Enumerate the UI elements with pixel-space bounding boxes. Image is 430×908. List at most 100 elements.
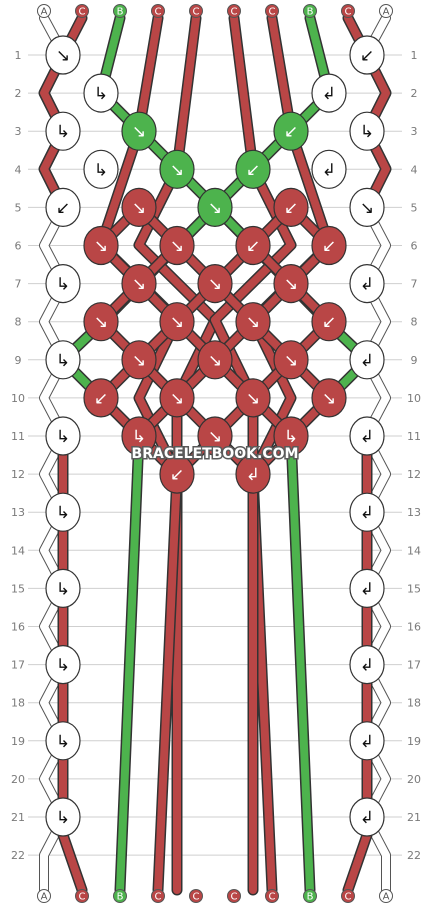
knot: ↳: [83, 73, 119, 113]
knot-shape: [349, 568, 385, 609]
bottom-string-marker: [265, 889, 279, 903]
bottom-string-letter: B: [307, 892, 314, 903]
knot-shape: [273, 340, 309, 380]
knot: ↘: [159, 225, 195, 266]
bottom-string-marker: [75, 889, 89, 903]
knot-direction-icon: ↙: [284, 122, 298, 142]
knot-direction-icon: ↘: [284, 351, 298, 371]
knot-direction-icon: ↘: [132, 351, 146, 371]
row-label-left: 5: [15, 201, 22, 214]
row-label-right: 19: [407, 735, 421, 748]
row-label-right: 22: [407, 849, 421, 862]
knot-shape: [349, 35, 385, 75]
knot-shape: [197, 416, 233, 456]
knot-shape: [273, 416, 309, 456]
knot: ↲: [349, 797, 385, 837]
knot-shape: [273, 111, 309, 151]
knot-direction-icon: ↘: [208, 275, 222, 295]
knot-shape: [311, 225, 347, 266]
knot: ↳: [121, 416, 157, 456]
knot-direction-icon: ↲: [360, 275, 374, 295]
top-string-letter: A: [41, 7, 48, 18]
knot: ↘: [273, 340, 309, 380]
knot-shape: [121, 264, 157, 304]
knot-direction-icon: ↳: [56, 275, 70, 295]
knot-direction-icon: ↲: [246, 465, 260, 485]
knot-direction-icon: ↘: [170, 313, 184, 333]
knot-direction-icon: ↲: [360, 503, 374, 523]
knot-direction-icon: ↘: [132, 198, 146, 218]
knot-shape: [121, 111, 157, 151]
knot-direction-icon: ↲: [360, 808, 374, 828]
knot-direction-icon: ↳: [56, 427, 70, 447]
knot-direction-icon: ↙: [246, 237, 260, 257]
row-label-right: 5: [411, 201, 418, 214]
bottom-string-letter: C: [193, 892, 200, 903]
top-string-marker: [303, 4, 317, 18]
row-label-left: 14: [11, 544, 25, 557]
row-label-left: 12: [11, 468, 25, 481]
row-label-right: 6: [411, 240, 418, 253]
knot: ↘: [159, 302, 195, 342]
knot: ↲: [349, 568, 385, 609]
top-string-letter: A: [383, 7, 390, 18]
knot: ↳: [45, 568, 81, 609]
bottom-string-letter: A: [41, 892, 48, 903]
knot-direction-icon: ↙: [170, 465, 184, 485]
knot-shape: [235, 378, 271, 418]
row-label-right: 12: [407, 468, 421, 481]
knot: ↳: [45, 111, 81, 151]
knot: ↘: [197, 264, 233, 304]
row-label-left: 17: [11, 659, 25, 672]
knot-direction-icon: ↙: [246, 160, 260, 180]
knot: ↙: [273, 111, 309, 151]
knot-shape: [349, 264, 385, 304]
row-label-left: 9: [15, 354, 22, 367]
knot-shape: [45, 797, 81, 837]
row-label-right: 21: [407, 811, 421, 824]
knot: ↙: [349, 35, 385, 75]
knot-shape: [311, 302, 347, 342]
knot-shape: [121, 340, 157, 380]
row-label-right: 18: [407, 697, 421, 710]
knot-direction-icon: ↘: [170, 389, 184, 409]
knot-shape: [197, 264, 233, 304]
top-string-marker: [265, 4, 279, 18]
knot-shape: [235, 225, 271, 266]
knot: ↙: [311, 302, 347, 342]
row-label-left: 22: [11, 849, 25, 862]
knot-shape: [349, 644, 385, 685]
knot-shape: [349, 187, 385, 227]
knot: ↘: [235, 302, 271, 342]
row-label-left: 8: [15, 316, 22, 329]
row-label-left: 6: [15, 240, 22, 253]
top-string-marker: [341, 4, 355, 18]
knot-direction-icon: ↳: [132, 427, 146, 447]
row-label-left: 11: [11, 430, 25, 443]
row-label-right: 10: [407, 392, 421, 405]
knot-shape: [45, 35, 81, 75]
knot-shape: [45, 264, 81, 304]
knot-shape: [45, 568, 81, 609]
top-string-letter: C: [155, 7, 162, 18]
row-label-left: 19: [11, 735, 25, 748]
knot: ↳: [349, 111, 385, 151]
knot-direction-icon: ↳: [56, 503, 70, 523]
row-label-left: 16: [11, 621, 25, 634]
knot-direction-icon: ↙: [56, 198, 70, 218]
knot-shape: [45, 721, 81, 761]
top-string-letter: B: [117, 7, 124, 18]
knot-shape: [273, 187, 309, 227]
knot: ↘: [45, 35, 81, 75]
knot-shape: [83, 378, 119, 418]
bottom-string-letter: C: [155, 892, 162, 903]
row-label-right: 3: [411, 125, 418, 138]
knot-shape: [45, 111, 81, 151]
knot-shape: [197, 187, 233, 227]
knot-shape: [159, 302, 195, 342]
knot: ↘: [121, 187, 157, 227]
knot: ↳: [45, 797, 81, 837]
